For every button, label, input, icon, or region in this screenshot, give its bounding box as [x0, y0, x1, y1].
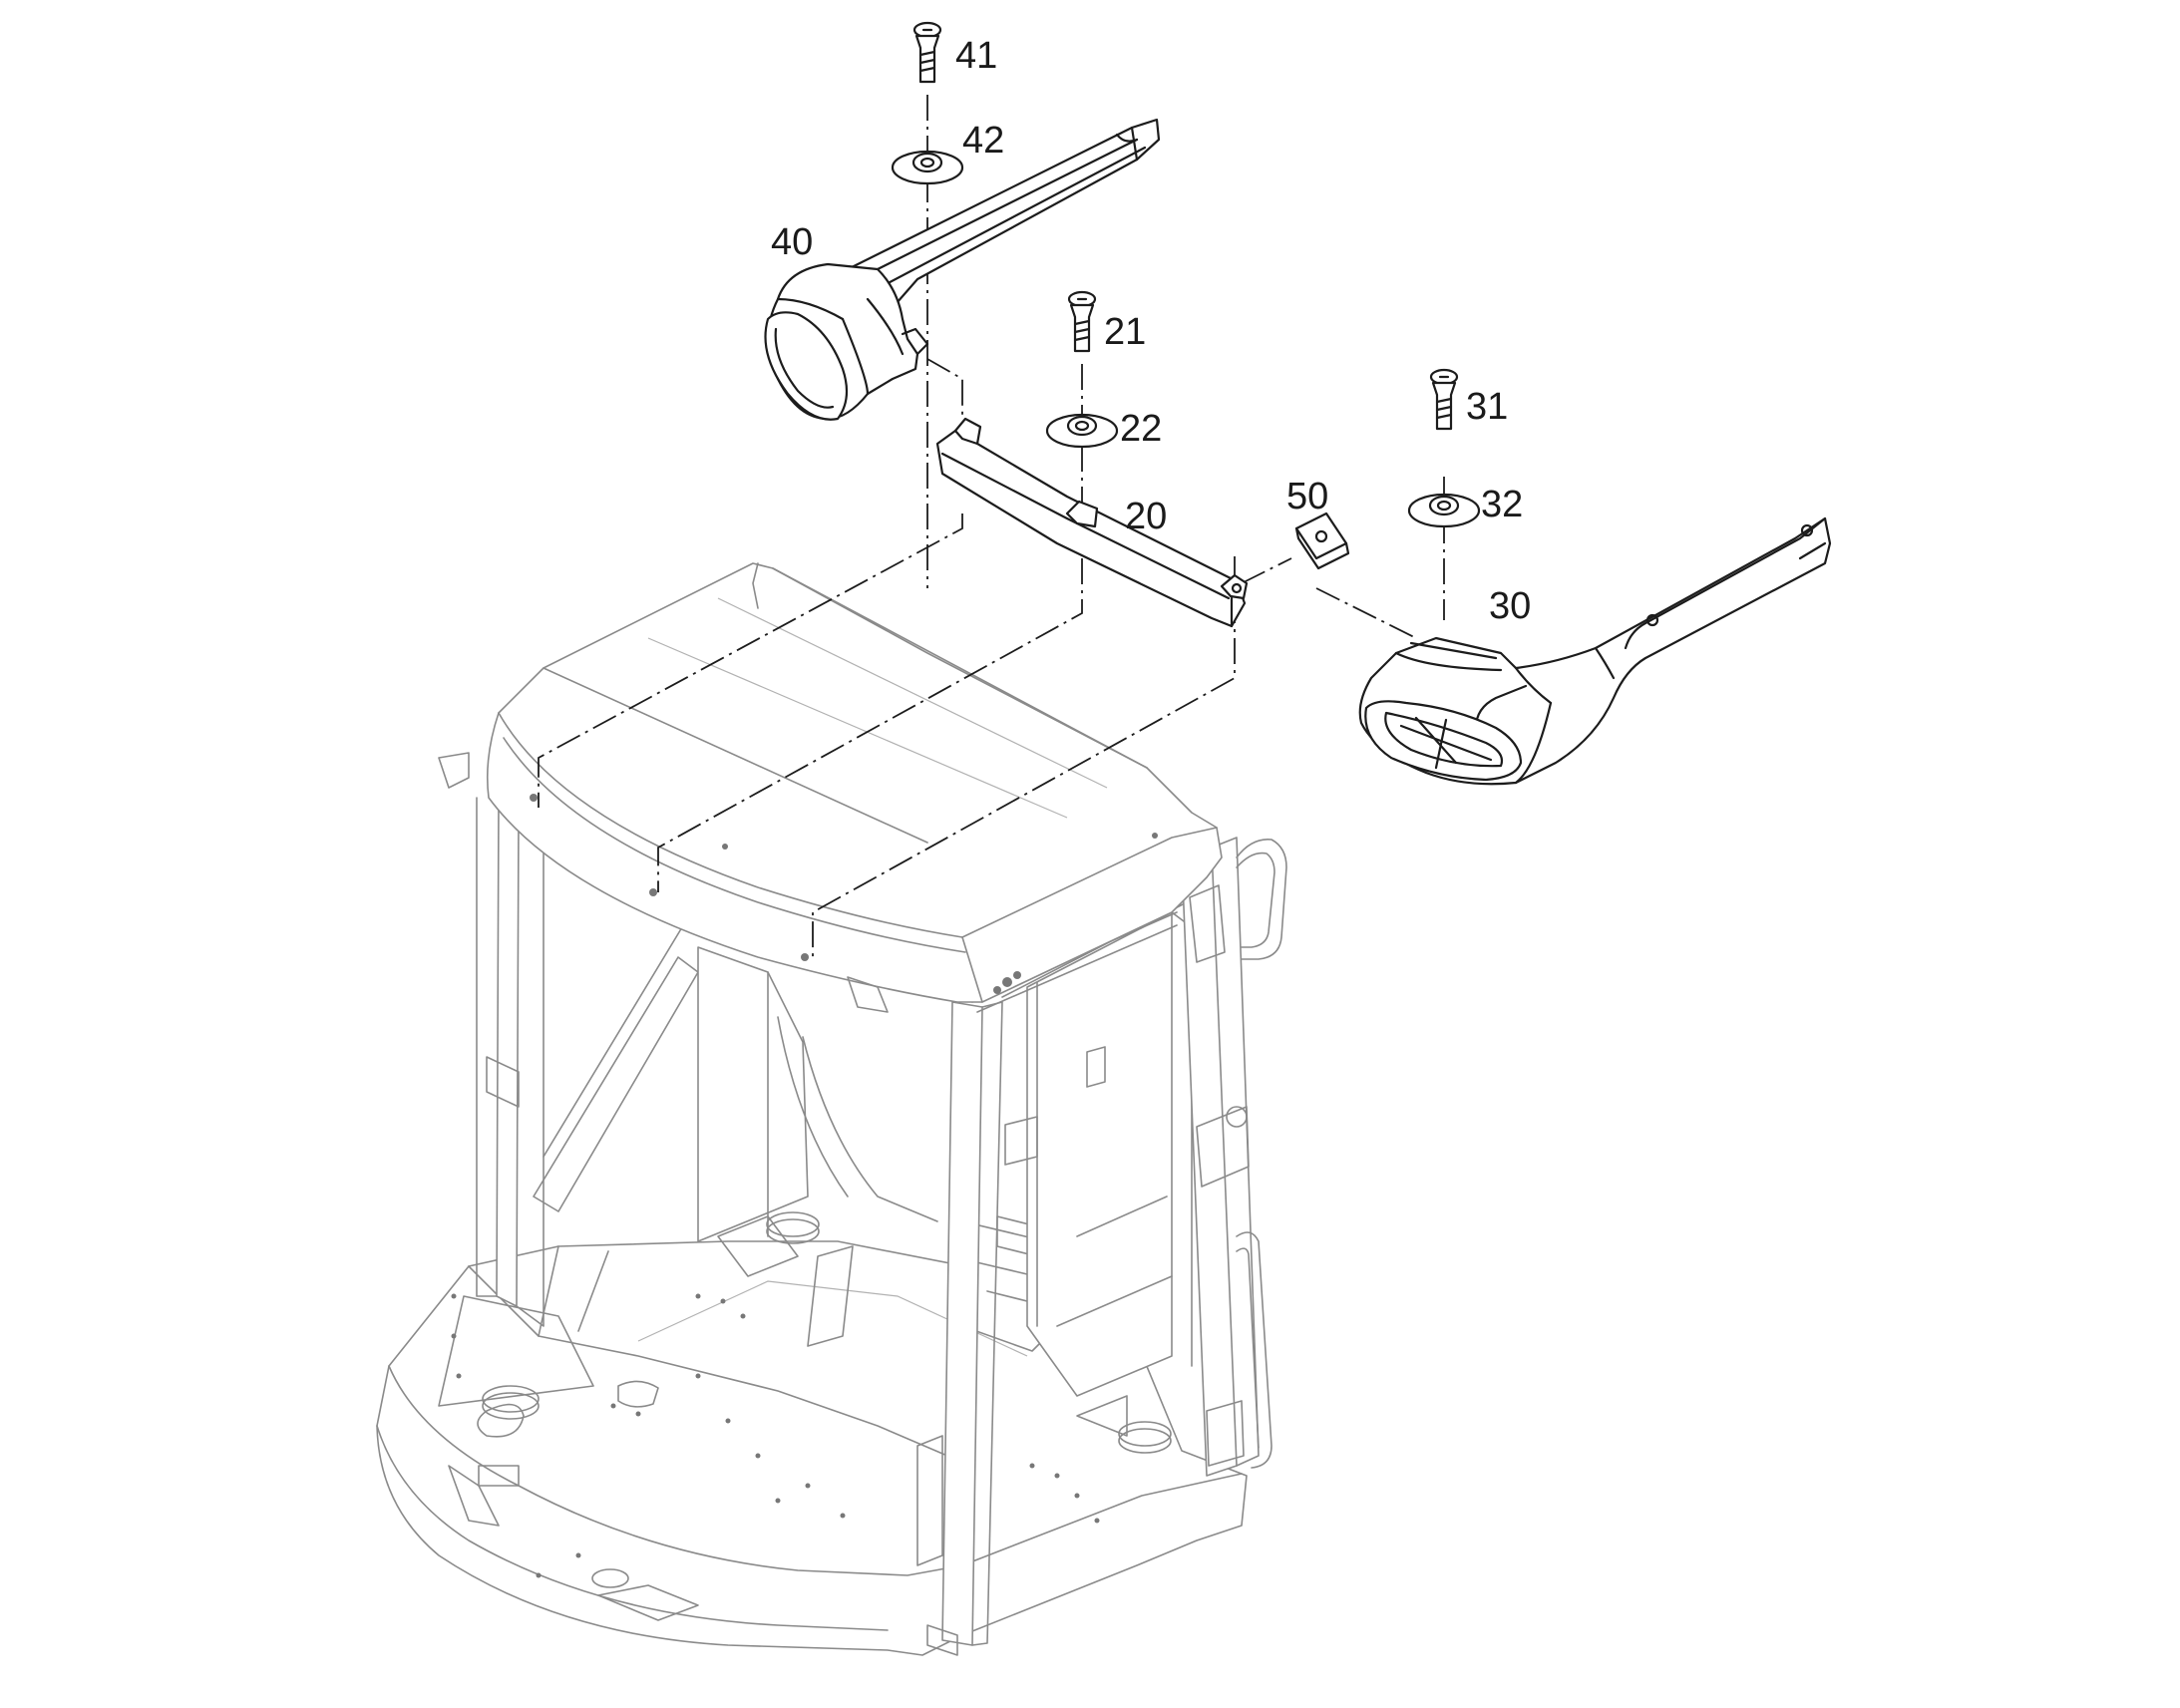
part-41-screw — [912, 21, 942, 84]
cab-back-panel — [1026, 911, 1173, 1397]
callout-42: 42 — [962, 120, 1004, 162]
callout-21: 21 — [1104, 311, 1146, 353]
part-31-screw — [1429, 368, 1459, 431]
cab-left-front-pillar — [496, 797, 520, 1307]
callout-31: 31 — [1466, 386, 1508, 428]
callout-30: 30 — [1489, 585, 1531, 627]
part-callouts: 41 42 40 21 22 20 50 31 32 30 — [771, 35, 1531, 627]
callout-32: 32 — [1481, 484, 1523, 525]
cab-rear-wall — [697, 946, 809, 1242]
callout-22: 22 — [1120, 408, 1162, 450]
part-20-cross-bar — [935, 417, 1249, 628]
part-42-washer — [891, 150, 964, 185]
part-40-left-air-duct — [764, 118, 1161, 421]
part-21-screw — [1067, 290, 1097, 353]
cab-roof — [486, 562, 1223, 1003]
callout-20: 20 — [1125, 496, 1167, 537]
part-30-right-air-duct — [1358, 516, 1832, 786]
part-50-clip-nut — [1294, 512, 1350, 570]
callout-50: 50 — [1286, 476, 1328, 517]
cab-right-rear-pillar — [1181, 847, 1238, 1477]
part-22-washer — [1045, 413, 1119, 449]
callout-40: 40 — [771, 221, 813, 263]
cab-frame — [376, 562, 1287, 1656]
callout-41: 41 — [955, 35, 997, 77]
part-32-washer — [1407, 493, 1481, 528]
